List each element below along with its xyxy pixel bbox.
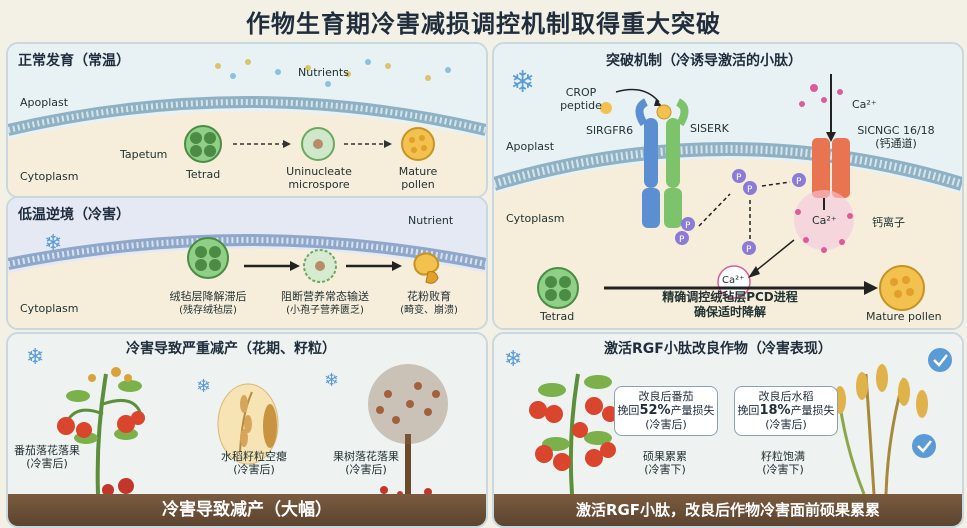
rgf-title: 激活RGF小肽改良作物（冷害表现）: [604, 341, 832, 357]
sirgfr6-receptor: [644, 118, 658, 188]
ca-ion-label: Ca²⁺: [722, 275, 745, 286]
mature-pollen-cell: [879, 265, 925, 311]
aborted-pollen: [413, 252, 440, 276]
phosphate-groups: [675, 169, 806, 255]
step1-label: 绒毡层降解滞后(残存绒毡层): [169, 290, 247, 316]
snowflake-icon: ❄: [26, 345, 44, 370]
svg-text:P: P: [796, 177, 802, 187]
snowflake-icon: ❄: [196, 376, 211, 397]
snowflake-icon: ❄: [504, 347, 522, 372]
fruit-loss-label: 果树落花落果(冷害后): [333, 450, 399, 476]
mech-tetrad-label: Tetrad: [540, 310, 575, 323]
slcngc-label: SlCNGC 16/18(钙通道): [857, 124, 935, 150]
snowflake-icon: ❄: [324, 370, 339, 391]
fruit-tree: [368, 364, 448, 497]
cold-cytoplasm-label: Cytoplasm: [20, 302, 79, 315]
mechanism-title: 突破机制（冷诱导激活的小肽）: [606, 53, 802, 69]
rice-improvement-box: 改良后水稻 挽回18%产量损失 (冷害后): [734, 386, 838, 436]
sirgfr6-label: SlRGFR6: [586, 124, 634, 137]
mature-pollen-label: Mature pollen: [398, 165, 438, 191]
rgf-banner: 激活RGF小肽，改良后作物冷害面前硕果累累: [494, 494, 962, 526]
tomato-result-label: 硕果累累(冷害下): [643, 450, 687, 476]
tomato-improvement-box: 改良后番茄 挽回52%产量损失 (冷害后): [614, 386, 718, 436]
nutrient-label: Nutrient: [408, 214, 454, 227]
snowflake-icon: ❄: [44, 231, 62, 256]
loss-title: 冷害导致严重减产（花期、籽粒）: [126, 341, 336, 357]
mechanism-result: 精确调控绒毡层PCD进程确保适时降解: [662, 290, 798, 319]
ca-cyto-label: Ca²⁺: [812, 214, 837, 227]
residual-tapetum-cell: [187, 237, 229, 279]
cold-membrane-drawing: ❄: [8, 198, 486, 328]
svg-text:P: P: [736, 173, 742, 183]
mech-mature-label: Mature pollen: [866, 310, 942, 323]
check-icon: [912, 434, 936, 458]
step2-label: 阻断营养常态输送(小孢子营养匮乏): [281, 290, 369, 316]
nutrients-label: Nutrients: [298, 66, 349, 79]
rice-result-label: 籽粒饱满(冷害下): [761, 450, 805, 476]
rice-grains: [217, 383, 279, 465]
ca-top-label: Ca²⁺: [852, 98, 877, 111]
mech-cytoplasm-label: Cytoplasm: [506, 212, 565, 225]
yield-loss-panel: ❄ ❄ ❄ 冷害导致严重减产（花期、籽粒） 番茄落花落果(冷害后) 水稻籽粒空瘪…: [6, 332, 488, 528]
cold-title: 低温逆境（冷害）: [18, 207, 130, 223]
mech-apoplast-label: Apoplast: [506, 140, 555, 153]
mechanism-drawing: ❄ PP PP PP: [494, 44, 962, 328]
crop-peptide-dot: [600, 102, 612, 114]
rice-loss-label: 水稻籽粒空瘪(冷害后): [221, 450, 287, 476]
svg-text:P: P: [746, 245, 752, 255]
tomato-loss-label: 番茄落花落果(冷害后): [14, 444, 80, 470]
cytoplasm-label: Cytoplasm: [20, 170, 79, 183]
normal-title: 正常发育（常温）: [18, 53, 130, 69]
pollen-cell: [401, 127, 435, 161]
svg-text:P: P: [747, 185, 753, 195]
slserk-receptor: [666, 118, 680, 188]
loss-banner: 冷害导致减产（大幅）: [8, 494, 486, 526]
check-icon: [928, 348, 952, 372]
step3-label: 花粉败育(畸变、崩溃): [400, 290, 458, 316]
rgf-improvement-panel: ❄ 激活RGF小肽改良作物（冷害表现） 改良后番茄 挽回52%产量损失 (冷害后…: [492, 332, 964, 528]
slserk-label: SlSERK: [690, 122, 729, 135]
cold-stress-panel: ❄ 低温逆境（冷害） Nutrient Cytoplasm 绒毡层降解滞后(残存…: [6, 196, 488, 330]
calcium-ion-label: 钙离子: [872, 216, 905, 229]
tetrad-cell: [184, 125, 222, 163]
normal-development-panel: 正常发育（常温） Nutrients Apoplast Cytoplasm Ta…: [6, 42, 488, 198]
svg-text:P: P: [679, 235, 685, 245]
uninucleate-label: Uninucleate microspore: [286, 165, 352, 191]
tapetum-label: Tapetum: [120, 148, 168, 161]
page-title: 作物生育期冷害减损调控机制取得重大突破: [246, 10, 721, 38]
normal-membrane-drawing: [8, 44, 486, 196]
calcium-ion: [717, 265, 751, 299]
tetrad-label: Tetrad: [186, 168, 221, 181]
svg-text:P: P: [685, 221, 691, 231]
apoplast-label: Apoplast: [20, 96, 69, 109]
tomato-plant: [57, 367, 145, 496]
crop-peptide-label: CROP peptide: [560, 86, 602, 112]
snowflake-icon: ❄: [510, 65, 535, 100]
slcngc-channel: [812, 138, 830, 198]
tetrad-cell: [537, 267, 579, 309]
